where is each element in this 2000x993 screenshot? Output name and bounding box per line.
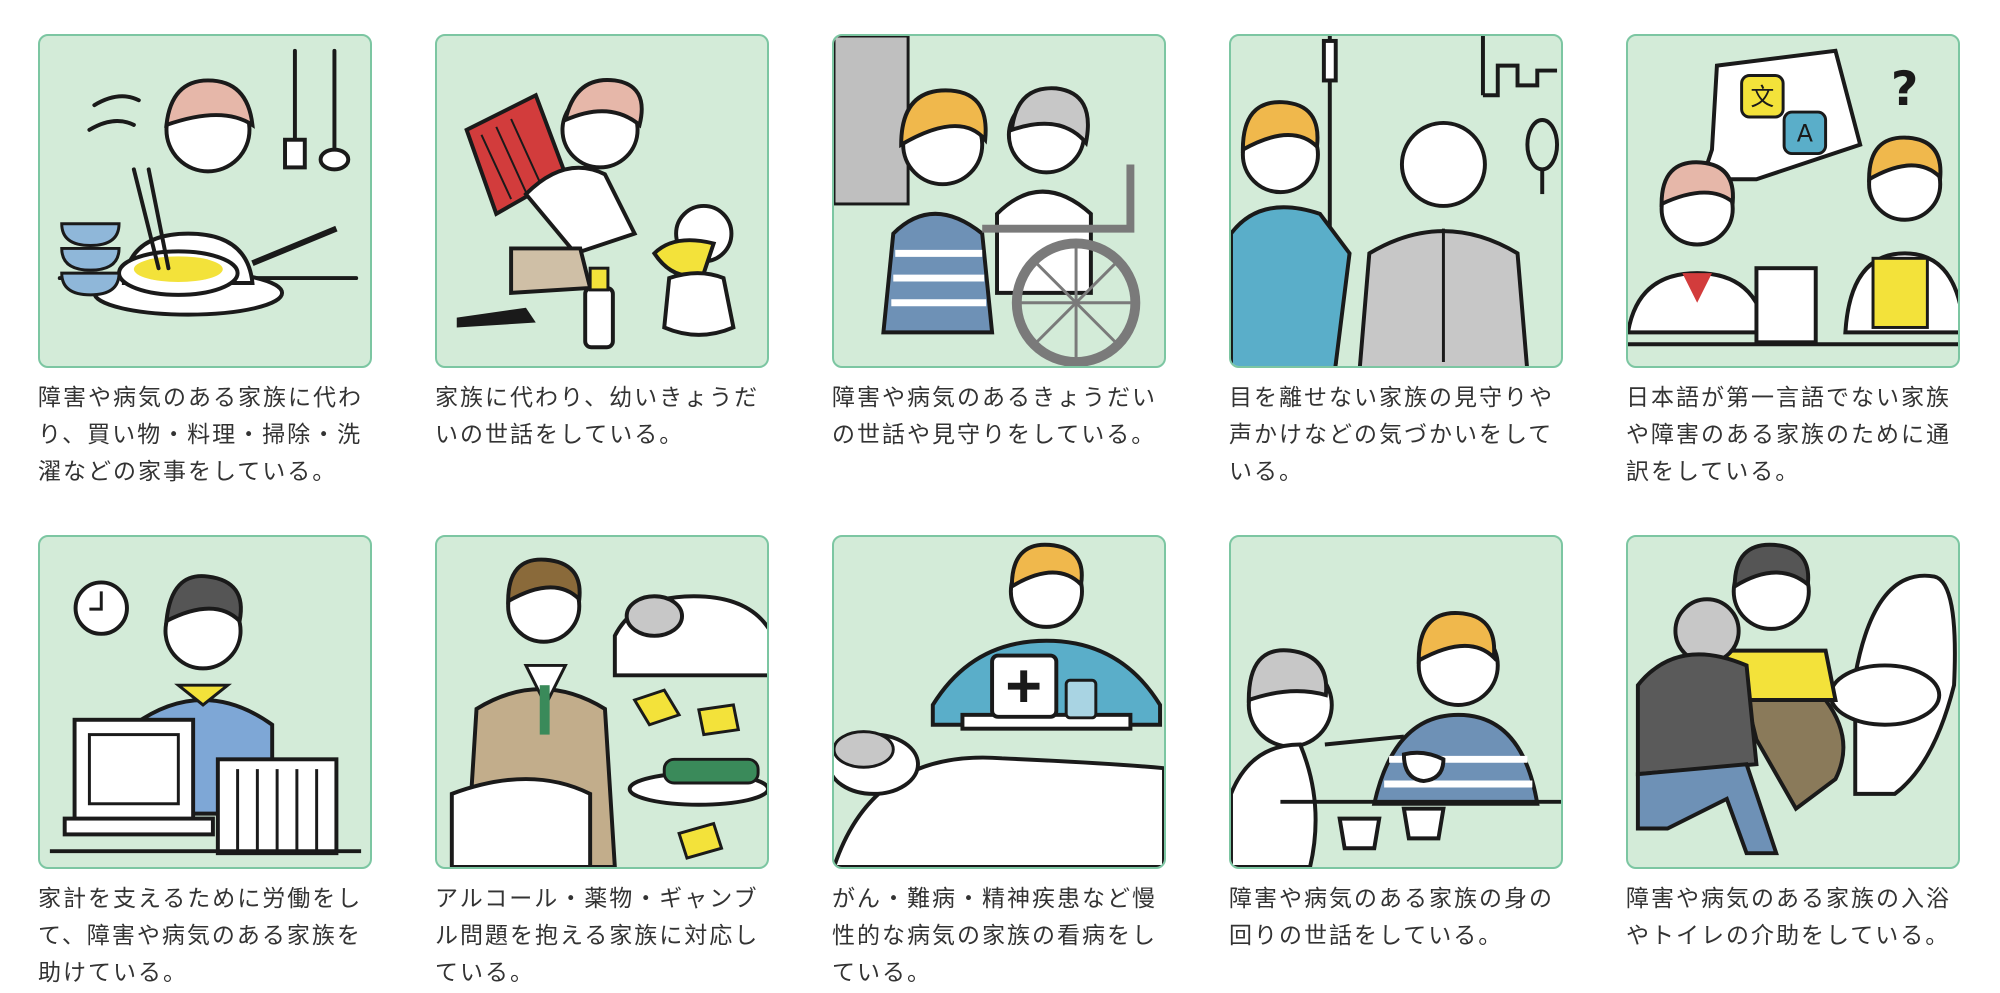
caption-personal-care: 障害や病気のある家族の身の回りの世話をしている。 <box>1229 886 1554 949</box>
svg-text:文: 文 <box>1751 83 1775 111</box>
card-nursing: がん・難病・精神疾患など慢性的な病気の家族の看病をしている。 <box>832 535 1166 992</box>
card-toilet-assist: 障害や病気のある家族の入浴やトイレの介助をしている。 <box>1626 535 1960 955</box>
caption-sibling-childcare: 家族に代わり、幼いきょうだいの世話をしている。 <box>435 385 760 448</box>
caption-housework: 障害や病気のある家族に代わり、買い物・料理・掃除・洗濯などの家事をしている。 <box>38 385 363 485</box>
childcare-icon <box>435 34 769 368</box>
caption-addiction-support: アルコール・薬物・ギャンブル問題を抱える家族に対応している。 <box>435 886 760 986</box>
working-icon <box>38 535 372 869</box>
card-housework: 障害や病気のある家族に代わり、買い物・料理・掃除・洗濯などの家事をしている。 <box>38 34 372 491</box>
toilet-assist-icon <box>1626 535 1960 869</box>
feeding-icon <box>1229 535 1563 869</box>
caption-interpreting: 日本語が第一言語でない家族や障害のある家族のために通訳をしている。 <box>1626 385 1951 485</box>
caption-working: 家計を支えるために労働をして、障害や病気のある家族を助けている。 <box>38 886 363 986</box>
watching-over-icon <box>1229 34 1563 368</box>
addiction-support-icon <box>435 535 769 869</box>
svg-text:A: A <box>1797 120 1814 148</box>
interpreting-icon: 文 A ? <box>1626 34 1960 368</box>
card-watching-over: 目を離せない家族の見守りや声かけなどの気づかいをしている。 <box>1229 34 1563 491</box>
card-sibling-care: 障害や病気のあるきょうだいの世話や見守りをしている。 <box>832 34 1166 454</box>
card-addiction-support: アルコール・薬物・ギャンブル問題を抱える家族に対応している。 <box>435 535 769 992</box>
caption-nursing: がん・難病・精神疾患など慢性的な病気の家族の看病をしている。 <box>832 886 1157 986</box>
caption-sibling-care: 障害や病気のあるきょうだいの世話や見守りをしている。 <box>832 385 1157 448</box>
nursing-icon <box>832 535 1166 869</box>
sibling-care-icon <box>832 34 1166 368</box>
cooking-icon <box>38 34 372 368</box>
card-personal-care: 障害や病気のある家族の身の回りの世話をしている。 <box>1229 535 1563 955</box>
svg-text:?: ? <box>1891 62 1919 117</box>
card-sibling-childcare: 家族に代わり、幼いきょうだいの世話をしている。 <box>435 34 769 454</box>
card-working: 家計を支えるために労働をして、障害や病気のある家族を助けている。 <box>38 535 372 992</box>
caption-watching-over: 目を離せない家族の見守りや声かけなどの気づかいをしている。 <box>1229 385 1554 485</box>
caption-toilet-assist: 障害や病気のある家族の入浴やトイレの介助をしている。 <box>1626 886 1951 949</box>
card-interpreting: 文 A ? 日本語が第一言語でない家族や障害のある家族のために通訳をしている。 <box>1626 34 1960 491</box>
